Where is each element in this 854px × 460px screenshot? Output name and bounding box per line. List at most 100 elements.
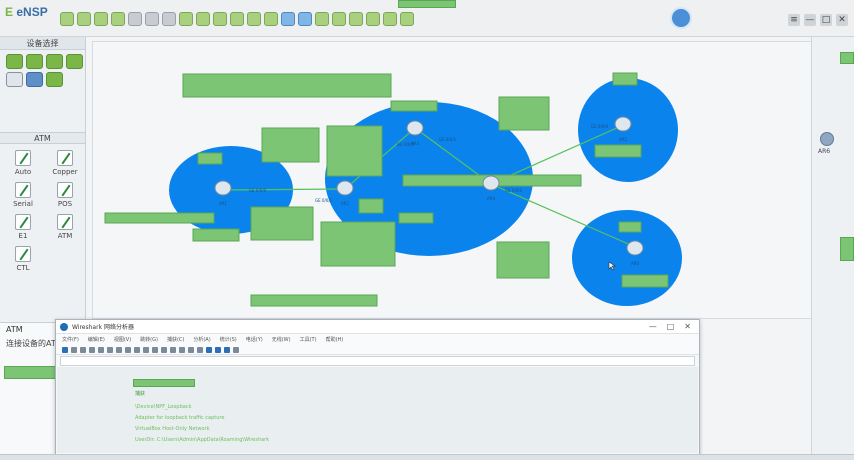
- close-file-icon[interactable]: [116, 346, 122, 353]
- cable-copper[interactable]: Copper: [46, 150, 84, 176]
- help-button[interactable]: [400, 12, 414, 26]
- colorize-icon[interactable]: [197, 346, 203, 353]
- menu-go[interactable]: 跳转(G): [140, 337, 158, 343]
- redo-button[interactable]: [162, 12, 176, 26]
- router-label-ar5: AR5: [619, 137, 628, 142]
- menu-help[interactable]: 帮助(H): [325, 337, 344, 343]
- router-icon[interactable]: [820, 132, 834, 146]
- cable-ctl[interactable]: CTL: [4, 246, 42, 272]
- back-icon[interactable]: [143, 346, 149, 353]
- close-button[interactable]: ✕: [836, 14, 848, 26]
- wireshark-maximize-button[interactable]: □: [666, 322, 675, 331]
- minimize-button[interactable]: —: [804, 14, 816, 26]
- settings-button[interactable]: [383, 12, 397, 26]
- wlan-category-icon[interactable]: [46, 54, 63, 69]
- save-as-button[interactable]: [111, 12, 125, 26]
- router-ar3[interactable]: AR3: [406, 120, 424, 146]
- router-ar6[interactable]: AR6: [626, 240, 644, 266]
- device-panel-title: 设备选择: [0, 37, 85, 50]
- start-capture-icon[interactable]: [62, 346, 68, 353]
- menu-capture[interactable]: 捕获(C): [166, 337, 185, 343]
- options-icon[interactable]: [89, 346, 95, 353]
- menu-tools[interactable]: 工具(T): [299, 337, 317, 343]
- atm-cable-icon: [57, 214, 73, 230]
- palette-button[interactable]: [264, 12, 278, 26]
- router-category-icon[interactable]: [6, 54, 23, 69]
- menu-edit[interactable]: 编辑(E): [87, 337, 105, 343]
- save-button[interactable]: [94, 12, 108, 26]
- wireshark-minimize-button[interactable]: —: [648, 322, 657, 331]
- start-device-button[interactable]: [281, 12, 295, 26]
- router-label-ar4: AR4: [487, 196, 496, 201]
- copper-cable-icon: [57, 150, 73, 166]
- stop-capture-icon[interactable]: [71, 346, 77, 353]
- text-button[interactable]: [247, 12, 261, 26]
- cable-atm[interactable]: ATM: [46, 214, 84, 240]
- print-button[interactable]: [128, 12, 142, 26]
- new-topology-button[interactable]: [60, 12, 74, 26]
- find-icon[interactable]: [134, 346, 140, 353]
- router-ar2[interactable]: AR2: [336, 180, 354, 206]
- delete-button[interactable]: [213, 12, 227, 26]
- autoscroll-icon[interactable]: [188, 346, 194, 353]
- cable-category-icon[interactable]: [46, 72, 63, 87]
- cli-button[interactable]: [332, 12, 346, 26]
- open-file-icon[interactable]: [98, 346, 104, 353]
- stop-device-button[interactable]: [298, 12, 312, 26]
- topology-canvas[interactable]: AR1 AR2 AR3 AR4 AR5 AR6 GE 0/0/0 GE 0/0/…: [92, 41, 830, 319]
- menu-statistics[interactable]: 统计(S): [219, 337, 237, 343]
- cable-pos[interactable]: POS: [46, 182, 84, 208]
- select-button[interactable]: [179, 12, 193, 26]
- link-ar1-ar2[interactable]: [222, 188, 346, 191]
- note-box: [250, 294, 378, 307]
- interface-item[interactable]: VirtualBox Host-Only Network: [135, 426, 210, 432]
- pc-category-icon[interactable]: [6, 72, 23, 87]
- router-label-ar1: AR1: [219, 201, 228, 206]
- menu-telephony[interactable]: 电话(Y): [245, 337, 263, 343]
- cloud-category-icon[interactable]: [26, 72, 43, 87]
- first-packet-icon[interactable]: [170, 346, 176, 353]
- zoom-out-icon[interactable]: [215, 346, 221, 353]
- restart-capture-icon[interactable]: [80, 346, 86, 353]
- router-ar4[interactable]: AR4: [482, 175, 500, 201]
- menu-button[interactable]: ≡: [788, 14, 800, 26]
- capture-button[interactable]: [315, 12, 329, 26]
- interface-item[interactable]: \Device\NPF_Loopback: [135, 404, 192, 410]
- undo-button[interactable]: [145, 12, 159, 26]
- device-panel: 设备选择 ATM Auto Copper Serial POS E1 ATM C…: [0, 37, 86, 460]
- switch-category-icon[interactable]: [26, 54, 43, 69]
- restore-button[interactable]: □: [820, 14, 832, 26]
- interface-item[interactable]: Adapter for loopback traffic capture: [135, 415, 225, 421]
- router-ar5[interactable]: AR5: [614, 116, 632, 142]
- firewall-category-icon[interactable]: [66, 54, 83, 69]
- goto-icon[interactable]: [161, 346, 167, 353]
- move-button[interactable]: [196, 12, 210, 26]
- note-box: [398, 212, 434, 224]
- menu-wireless[interactable]: 无线(W): [271, 337, 291, 343]
- menu-analyze[interactable]: 分析(A): [193, 337, 211, 343]
- topology-button[interactable]: [349, 12, 363, 26]
- zoom-reset-icon[interactable]: [224, 346, 230, 353]
- zoom-in-icon[interactable]: [206, 346, 212, 353]
- interface-item[interactable]: UserDir: C:\Users\Admin\AppData\Roaming\…: [135, 437, 270, 443]
- pos-cable-icon: [57, 182, 73, 198]
- link-ar4-ar6[interactable]: [490, 183, 634, 247]
- open-topology-button[interactable]: [77, 12, 91, 26]
- last-packet-icon[interactable]: [179, 346, 185, 353]
- cable-auto[interactable]: Auto: [4, 150, 42, 176]
- display-filter-input[interactable]: [60, 356, 695, 366]
- reload-icon[interactable]: [125, 346, 131, 353]
- huawei-avatar-icon[interactable]: [670, 7, 692, 29]
- menu-file[interactable]: 文件(F): [62, 337, 79, 343]
- save-file-icon[interactable]: [107, 346, 113, 353]
- note-box: [621, 274, 669, 288]
- cable-e1[interactable]: E1: [4, 214, 42, 240]
- resize-columns-icon[interactable]: [233, 346, 239, 353]
- router-ar1[interactable]: AR1: [214, 180, 232, 206]
- cable-serial[interactable]: Serial: [4, 182, 42, 208]
- grid-button[interactable]: [366, 12, 380, 26]
- delete-link-button[interactable]: [230, 12, 244, 26]
- wireshark-close-button[interactable]: ✕: [684, 322, 691, 331]
- menu-view[interactable]: 视图(V): [113, 337, 132, 343]
- forward-icon[interactable]: [152, 346, 158, 353]
